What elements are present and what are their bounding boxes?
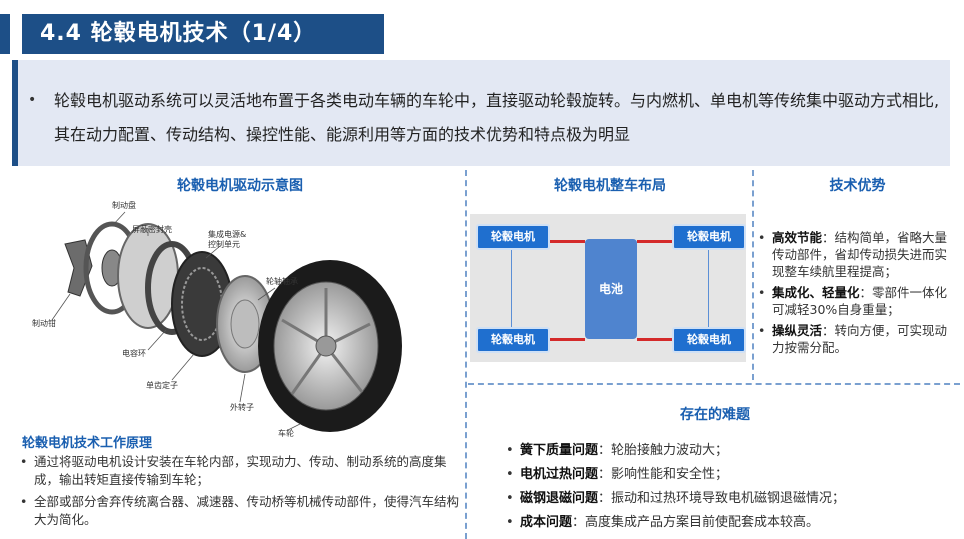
page-title: 4.4 轮毂电机技术（1/4） (22, 14, 384, 54)
wire-front-right (637, 240, 673, 243)
layout-title: 轮毂电机整车布局 (554, 178, 666, 194)
label-capacitor-ring: 电容环 (122, 349, 146, 358)
label-wheel-bearing: 轮轴轴承 (266, 277, 298, 286)
divider-left (465, 170, 467, 539)
hub-motor-front-left: 轮毂电机 (476, 224, 550, 250)
label-brake-caliper: 制动钳 (32, 319, 56, 328)
difficulties-title: 存在的难题 (680, 407, 750, 423)
label-brake-disc: 制动盘 (112, 201, 136, 210)
hub-motor-rear-right: 轮毂电机 (672, 327, 746, 353)
divider-horizontal (468, 383, 960, 385)
hub-motor-front-right: 轮毂电机 (672, 224, 746, 250)
label-stator: 单齿定子 (146, 381, 178, 390)
advantage-item: 操纵灵活：转向方便，可实现动力按需分配。 (758, 322, 958, 356)
title-accent-bar (0, 14, 10, 54)
label-wheel: 车轮 (278, 429, 294, 438)
advantages-list: 高效节能：结构简单，省略大量传动部件，省却传动损失进而实现整车续航里程提高； 集… (758, 229, 958, 360)
difficulties-list: 簧下质量问题：轮胎接触力波动大； 电机过热问题：影响性能和安全性； 磁钢退磁问题… (506, 439, 946, 535)
label-outer-rotor: 外转子 (230, 403, 254, 412)
intro-bullet: • (28, 92, 37, 108)
hub-motor-rear-left: 轮毂电机 (476, 327, 550, 353)
intro-text: 轮毂电机驱动系统可以灵活地布置于各类电动车辆的车轮中，直接驱动轮毂旋转。与内燃机… (54, 91, 940, 144)
wire-rear-right (637, 338, 673, 341)
advantage-item: 高效节能：结构简单，省略大量传动部件，省却传动损失进而实现整车续航里程提高； (758, 229, 958, 280)
difficulty-item: 电机过热问题：影响性能和安全性； (506, 463, 946, 487)
principle-item: 全部或部分舍弃传统离合器、减速器、传动桥等机械传动部件，使得汽车结构大为简化。 (20, 493, 460, 529)
advantages-title: 技术优势 (829, 178, 886, 194)
label-shield-cover: 屏蔽密封壳 (132, 225, 172, 234)
advantage-item: 集成化、轻量化：零部件一体化可减轻30%自身重量； (758, 284, 958, 318)
difficulty-item: 磁钢退磁问题：振动和过热环境导致电机磁钢退磁情况； (506, 487, 946, 511)
diagram-title: 轮毂电机驱动示意图 (177, 178, 303, 194)
divider-right (752, 170, 754, 380)
wire-front-left (548, 240, 585, 243)
difficulty-item: 簧下质量问题：轮胎接触力波动大； (506, 439, 946, 463)
label-power-control-unit: 集成电源& 控制单元 (208, 230, 247, 249)
wire-left (511, 248, 512, 328)
hub-motor-diagram: 制动盘 屏蔽密封壳 集成电源& 控制单元 轮轴轴承 制动钳 电容环 单齿定子 外… (30, 196, 430, 441)
wire-rear-left (548, 338, 585, 341)
difficulty-item: 成本问题：高度集成产品方案目前使配套成本较高。 (506, 511, 946, 535)
wire-right (708, 248, 709, 328)
hub-motor-exploded-illustration (51, 211, 402, 432)
principle-item: 通过将驱动电机设计安装在车轮内部，实现动力、传动、制动系统的高度集成，输出转矩直… (20, 453, 460, 489)
intro-panel: • 轮毂电机驱动系统可以灵活地布置于各类电动车辆的车轮中，直接驱动轮毂旋转。与内… (12, 60, 950, 166)
principle-list: 通过将驱动电机设计安装在车轮内部，实现动力、传动、制动系统的高度集成，输出转矩直… (20, 453, 460, 533)
battery-block: 电池 (585, 239, 637, 339)
principle-title: 轮毂电机技术工作原理 (22, 436, 153, 451)
